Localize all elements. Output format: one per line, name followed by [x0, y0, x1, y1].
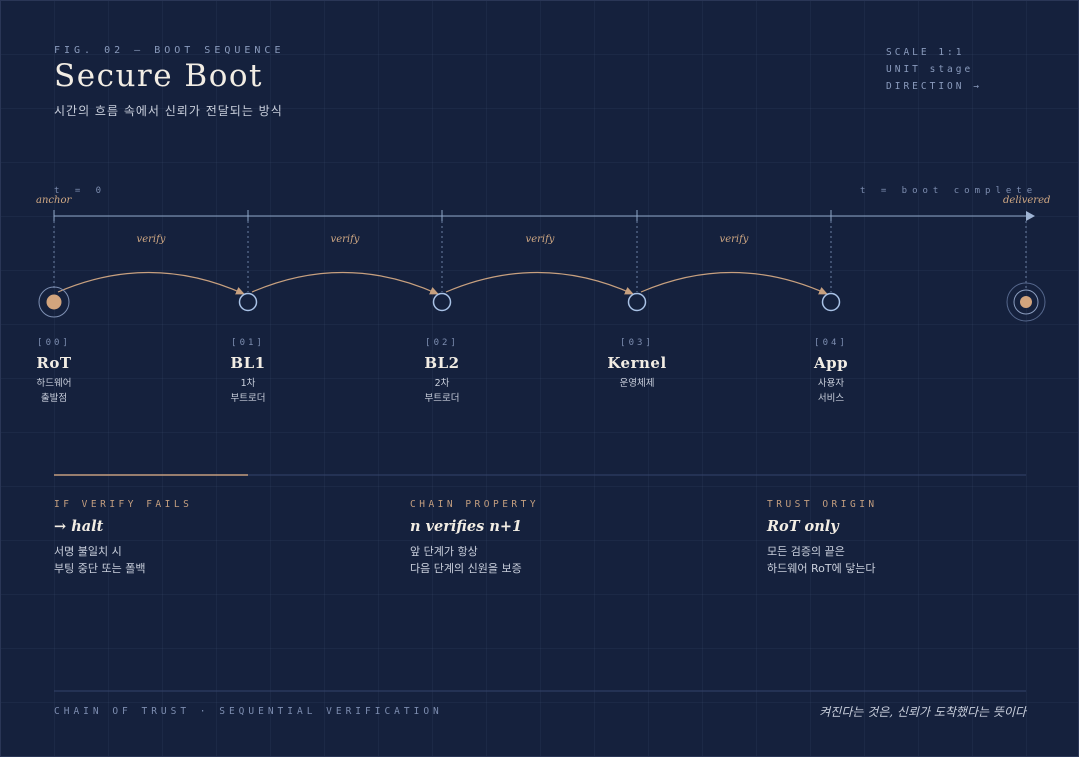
bl2-node	[432, 292, 452, 312]
node-index: [04]	[814, 338, 848, 348]
section-label: IF VERIFY FAILS	[54, 499, 193, 510]
section-body: 모든 검증의 끝은 하드웨어 RoT에 닿는다	[767, 543, 1027, 577]
rot-node-ring	[38, 286, 70, 318]
delivered-label: delivered	[1003, 195, 1051, 206]
footer-right-caption: 켜진다는 것은, 신뢰가 도착했다는 뜻이다	[819, 705, 1026, 719]
timeline-end-label: t = boot complete	[860, 186, 1038, 196]
section-headline: n verifies n+1	[410, 518, 523, 535]
meta-scale: SCALE 1:1	[886, 47, 965, 58]
node-desc-line: 서비스	[817, 393, 845, 404]
delivered-core	[1020, 296, 1032, 308]
section-body-line: 하드웨어 RoT에 닿는다	[767, 562, 876, 575]
verify-label: verify	[525, 234, 555, 245]
footer-left-caption: CHAIN OF TRUST · SEQUENTIAL VERIFICATION	[54, 706, 443, 717]
node-name: RoT	[36, 354, 72, 372]
node-index: [00]	[37, 338, 71, 348]
section-body-line: 다음 단계의 신원을 보증	[410, 562, 522, 575]
node-index: [02]	[425, 338, 459, 348]
node-desc-line: 출발점	[40, 393, 68, 404]
verify-label: verify	[330, 234, 360, 245]
node-desc-line: 1차	[240, 378, 256, 389]
section-headline: → halt	[54, 518, 104, 535]
node-desc-line: 운영체제	[619, 378, 655, 389]
page-title: Secure Boot	[54, 58, 263, 94]
node-desc: 사용자 서비스	[818, 376, 844, 406]
section-body-line: 모든 검증의 끝은	[767, 545, 845, 558]
node-desc-line: 부트로더	[230, 393, 266, 404]
time-axis-arrowhead	[1026, 211, 1035, 221]
verify-label: verify	[719, 234, 749, 245]
node-name: App	[813, 354, 849, 372]
rot-node-core	[46, 294, 62, 310]
verify-label: verify	[136, 234, 166, 245]
node-name: Kernel	[607, 354, 667, 372]
verify-arc	[57, 271, 245, 295]
node-desc-line: 부트로더	[424, 393, 460, 404]
figure-label: FIG. 02 — BOOT SEQUENCE	[54, 45, 285, 56]
section-verify-fails: IF VERIFY FAILS → halt 서명 불일치 시 부팅 중단 또는…	[54, 499, 374, 577]
section-body-line: 서명 불일치 시	[54, 545, 122, 558]
node-desc-line: 2차	[434, 378, 450, 389]
meta-unit: UNIT stage	[886, 64, 974, 75]
section-body: 서명 불일치 시 부팅 중단 또는 폴백	[54, 543, 374, 577]
meta-block: SCALE 1:1 UNIT stage DIRECTION →	[886, 44, 982, 95]
verify-arc	[445, 271, 634, 295]
node-name: BL1	[230, 354, 266, 372]
meta-direction: DIRECTION →	[886, 81, 982, 92]
node-desc: 2차 부트로더	[425, 376, 460, 406]
node-index: [03]	[620, 338, 654, 348]
section-label: TRUST ORIGIN	[767, 499, 878, 510]
section-body-line: 앞 단계가 항상	[410, 545, 478, 558]
section-headline: RoT only	[767, 518, 839, 535]
section-label: CHAIN PROPERTY	[410, 499, 540, 510]
node-name: BL2	[424, 354, 460, 372]
node-desc: 하드웨어 출발점	[37, 376, 72, 406]
node-desc: 운영체제	[620, 376, 655, 391]
verify-arc	[251, 271, 439, 295]
section-body-line: 부팅 중단 또는 폴백	[54, 562, 146, 575]
node-desc: 1차 부트로더	[231, 376, 266, 406]
node-desc-line: 하드웨어	[36, 378, 72, 389]
section-chain-property: CHAIN PROPERTY n verifies n+1 앞 단계가 항상 다…	[410, 499, 730, 577]
section-trust-origin: TRUST ORIGIN RoT only 모든 검증의 끝은 하드웨어 RoT…	[767, 499, 1027, 577]
app-node	[821, 292, 841, 312]
delivered-outer-ring	[1006, 282, 1046, 322]
page-subtitle: 시간의 흐름 속에서 신뢰가 전달되는 방식	[54, 104, 283, 118]
delivered-ring	[1013, 289, 1039, 315]
bl1-node	[238, 292, 258, 312]
anchor-label: anchor	[36, 195, 72, 206]
node-desc-line: 사용자	[817, 378, 845, 389]
timeline-start-label: t = 0	[54, 186, 107, 196]
verify-arc	[640, 271, 828, 295]
section-body: 앞 단계가 항상 다음 단계의 신원을 보증	[410, 543, 730, 577]
kernel-node	[627, 292, 647, 312]
node-index: [01]	[231, 338, 265, 348]
